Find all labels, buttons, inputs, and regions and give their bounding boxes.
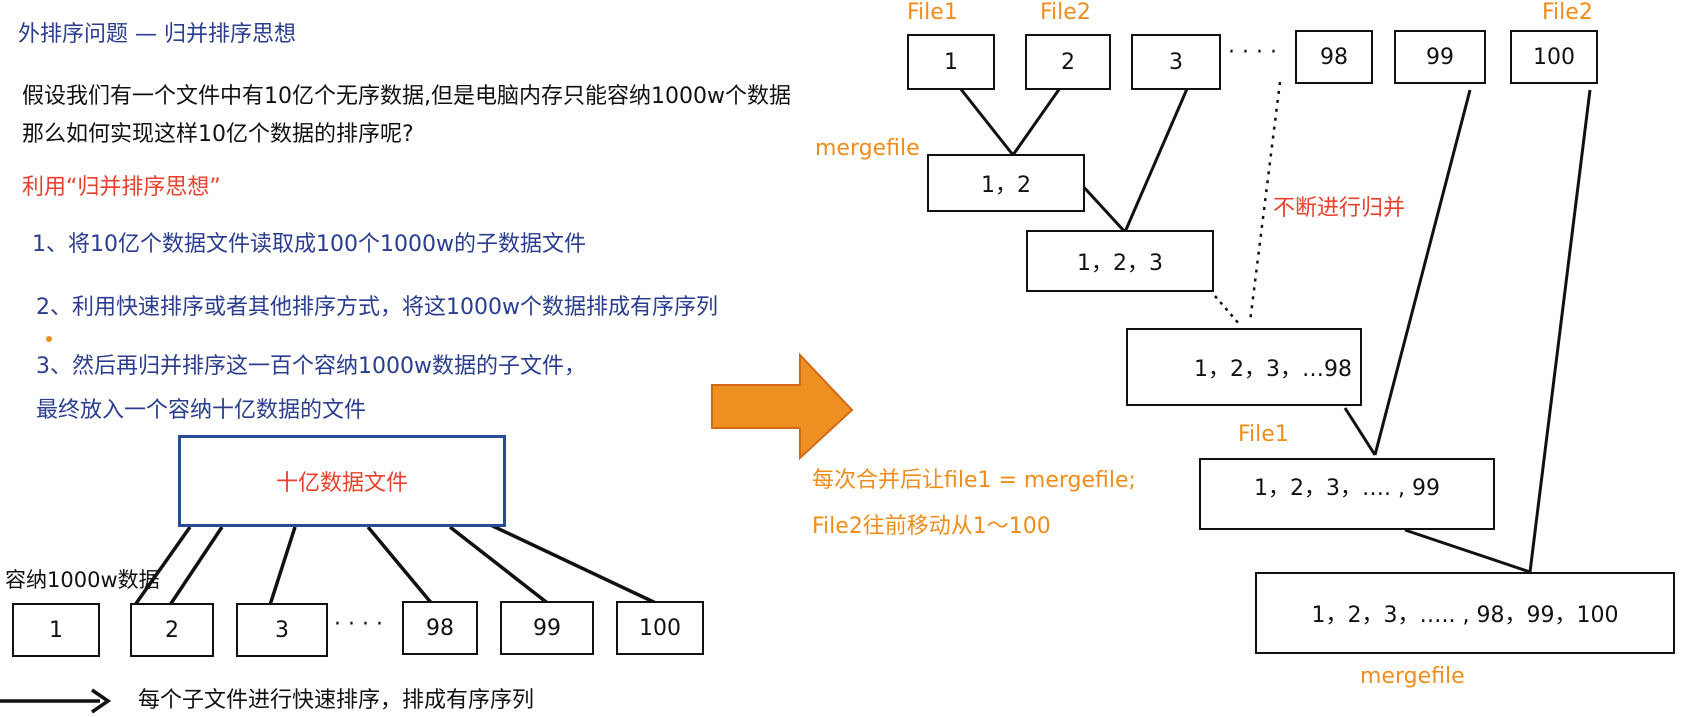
step-3: 3、然后再归并排序这一百个容纳1000w数据的子文件，	[36, 354, 586, 379]
sub-file-1-label: 1	[49, 617, 63, 643]
merge-step-1-label: 1，2	[981, 173, 1031, 198]
page-title: 外排序问题 — 归并排序思想	[18, 22, 296, 47]
top-file-1-label: 1	[944, 49, 958, 75]
top-file-2: 2	[1025, 34, 1111, 90]
top-file-1: 1	[907, 34, 995, 90]
merge-step-4-label: 1，2，3，…. , 99	[1254, 476, 1440, 501]
top-file-2-label: 2	[1061, 49, 1075, 75]
merge-final: 1，2，3，….. , 98，99，100	[1255, 572, 1675, 654]
file2-label-top: File2	[1040, 0, 1091, 25]
step-1: 1、将10亿个数据文件读取成100个1000w的子数据文件	[32, 232, 586, 257]
top-file-3: 3	[1131, 34, 1221, 90]
merge-step-1: 1，2	[927, 154, 1085, 212]
method-heading: 利用“归并排序思想”	[22, 175, 221, 200]
intro-line-2: 那么如何实现这样10亿个数据的排序呢?	[22, 122, 414, 147]
mergefile-label-top: mergefile	[815, 136, 920, 161]
sub-file-98: 98	[402, 601, 478, 655]
top-file-98-label: 98	[1320, 44, 1348, 70]
sub-file-100: 100	[616, 601, 704, 655]
sub-file-2: 2	[130, 603, 214, 657]
file1-label-mid: File1	[1238, 422, 1289, 447]
sub-file-99-label: 99	[533, 615, 561, 641]
merge-step-2: 1，2，3	[1026, 230, 1214, 292]
sub-files-ellipsis: · · · ·	[334, 612, 383, 637]
file1-label-top: File1	[907, 0, 958, 25]
sub-file-98-label: 98	[426, 615, 454, 641]
sub-file-100-label: 100	[639, 615, 681, 641]
top-file-98: 98	[1295, 30, 1373, 84]
sub-file-2-label: 2	[165, 617, 179, 643]
step-2: 2、利用快速排序或者其他排序方式，将这1000w个数据排成有序序列	[36, 295, 718, 320]
merge-step-2-label: 1，2，3	[1077, 251, 1163, 276]
top-files-ellipsis: · · · ·	[1228, 40, 1277, 65]
top-file-99: 99	[1394, 30, 1486, 84]
big-data-file-box: 十亿数据文件	[178, 435, 506, 527]
merge-step-4: 1，2，3，…. , 99	[1199, 458, 1495, 530]
mergefile-label-bottom: mergefile	[1360, 664, 1465, 689]
orange-dot	[46, 336, 52, 342]
step-4: 最终放入一个容纳十亿数据的文件	[36, 398, 367, 423]
top-file-99-label: 99	[1426, 44, 1454, 70]
top-file-3-label: 3	[1169, 49, 1183, 75]
sub-file-3-label: 3	[275, 617, 289, 643]
top-file-100-label: 100	[1533, 44, 1575, 70]
big-data-file-label: 十亿数据文件	[275, 471, 408, 496]
top-file-100: 100	[1510, 30, 1598, 84]
note-line-1: 每次合并后让file1 = mergefile;	[812, 468, 1136, 493]
intro-line-1: 假设我们有一个文件中有10亿个无序数据,但是电脑内存只能容纳1000w个数据	[22, 84, 791, 109]
note-line-2: File2往前移动从1～100	[812, 514, 1051, 539]
big-arrow-shape	[711, 352, 854, 461]
merge-step-3-label: 1，2，3，…98	[1194, 357, 1352, 382]
merge-step-3: 1，2，3，…98	[1126, 328, 1362, 406]
merge-final-label: 1，2，3，….. , 98，99，100	[1311, 603, 1619, 628]
bottom-note: 每个子文件进行快速排序，排成有序序列	[138, 688, 535, 713]
sub-file-3: 3	[236, 603, 328, 657]
capacity-label: 容纳1000w数据	[5, 568, 160, 592]
sub-file-99: 99	[500, 601, 594, 655]
sub-file-1: 1	[12, 603, 100, 657]
file2-label-right: File2	[1542, 0, 1593, 25]
continue-merging-label: 不断进行归并	[1273, 196, 1406, 221]
